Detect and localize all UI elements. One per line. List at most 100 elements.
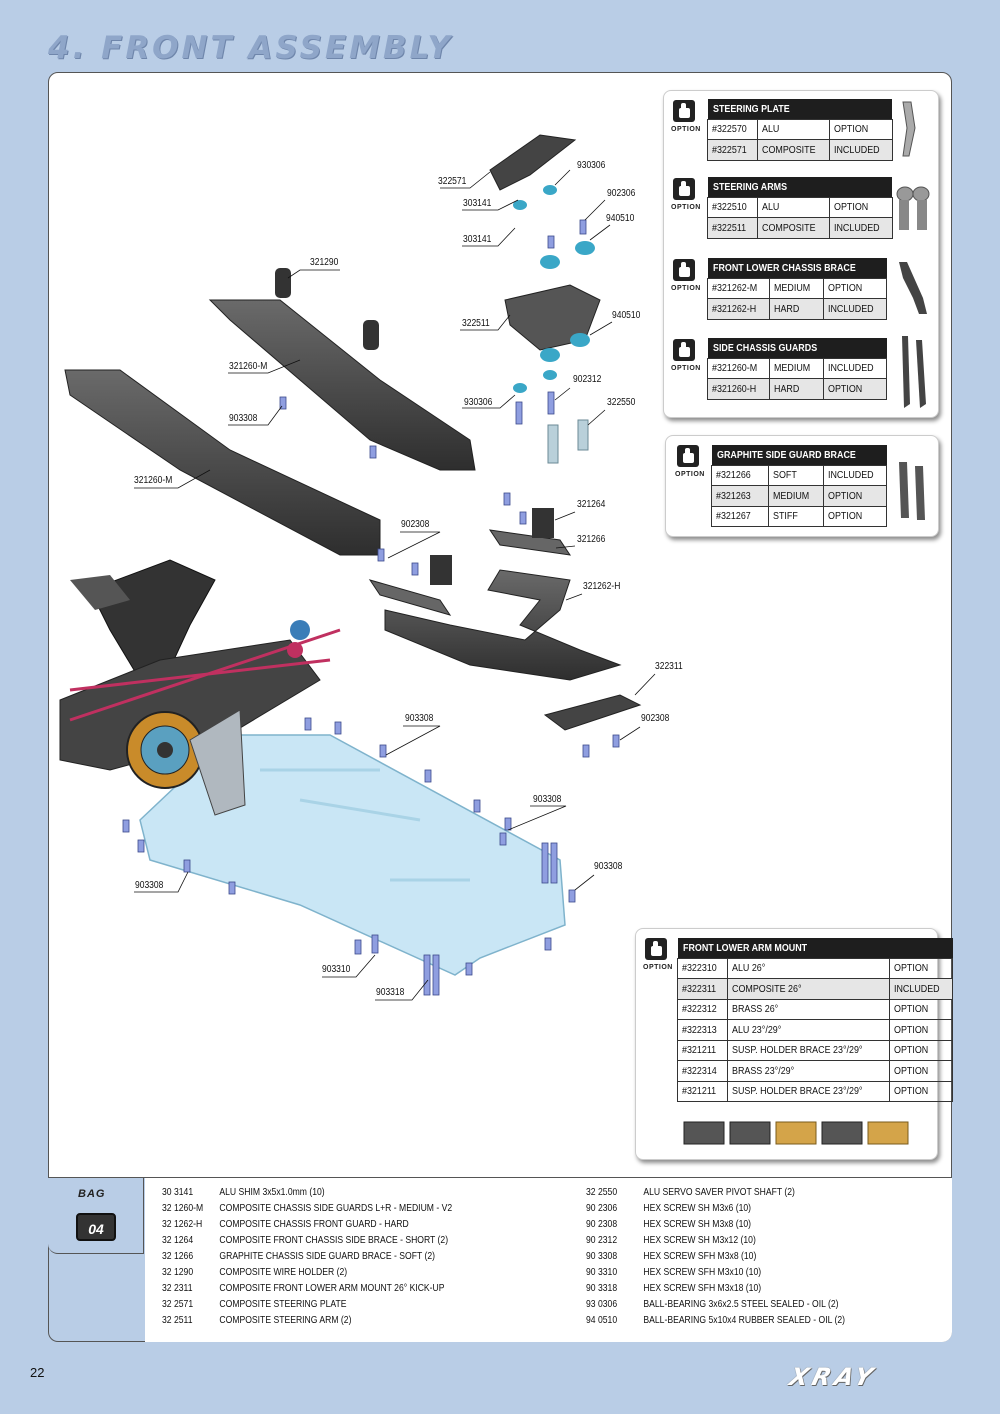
side-guard-brace-thumbnail — [899, 462, 925, 520]
part-status: OPTION — [828, 382, 863, 395]
legend-code: 32 1260-M — [162, 1202, 204, 1214]
legend-row: 32 2571 COMPOSITE STEERING PLATE — [162, 1298, 347, 1310]
part-code: #322570 — [712, 123, 747, 136]
legend-code: 32 1290 — [162, 1266, 194, 1278]
callout-label: 322571 — [438, 176, 467, 187]
legend-code: 90 2306 — [586, 1202, 618, 1214]
legend-desc: BALL-BEARING 3x6x2.5 STEEL SEALED - OIL … — [643, 1298, 839, 1310]
part-material: ALU — [761, 201, 780, 214]
table-title: GRAPHITE SIDE GUARD BRACE — [716, 448, 856, 461]
part-code: #322312 — [682, 1003, 717, 1016]
legend-desc: COMPOSITE WIRE HOLDER (2) — [219, 1266, 348, 1278]
callout-label: 303141 — [463, 198, 492, 209]
legend-desc: COMPOSITE STEERING PLATE — [219, 1298, 347, 1310]
callout-label: 903318 — [376, 987, 405, 998]
legend-desc: BALL-BEARING 5x10x4 RUBBER SEALED - OIL … — [643, 1314, 846, 1326]
legend-code: 90 3308 — [586, 1250, 618, 1262]
legend-desc: HEX SCREW SH M3x8 (10) — [643, 1218, 752, 1230]
part-status: OPTION — [894, 1044, 929, 1057]
chassis-brace-thumbnail — [899, 262, 927, 314]
part-material: STIFF — [772, 510, 798, 523]
legend-desc: HEX SCREW SH M3x6 (10) — [643, 1202, 752, 1214]
legend-row: 30 3141 ALU SHIM 3x5x1.0mm (10) — [162, 1186, 325, 1198]
part-material: SUSP. HOLDER BRACE 23°/29° — [731, 1085, 863, 1098]
part-material: COMPOSITE — [761, 143, 816, 156]
part-code: #321263 — [716, 489, 751, 502]
steering-plate — [489, 134, 577, 191]
part-status: INCLUDED — [828, 469, 874, 482]
part-code: #322314 — [682, 1064, 717, 1077]
legend-desc: COMPOSITE FRONT LOWER ARM MOUNT 26° KICK… — [219, 1282, 445, 1294]
part-status: OPTION — [894, 1023, 929, 1036]
table-title: STEERING ARMS — [712, 180, 787, 193]
legend-desc: COMPOSITE STEERING ARM (2) — [219, 1314, 352, 1326]
part-material: SOFT — [772, 469, 797, 482]
arm-mount-thumbnails — [683, 1121, 909, 1145]
callout-label: 902312 — [573, 374, 602, 385]
part-code: #321211 — [682, 1085, 717, 1098]
thumbs-up-icon — [673, 339, 695, 361]
part-status: OPTION — [894, 1003, 929, 1016]
callout-label: 903308 — [405, 713, 434, 724]
part-status: OPTION — [828, 510, 863, 523]
steering-arms-thumbnail — [896, 186, 930, 230]
part-code: #322510 — [712, 201, 747, 214]
part-status: OPTION — [833, 123, 869, 136]
callout-label: 321264 — [577, 499, 606, 510]
part-material: COMPOSITE 26° — [731, 982, 802, 995]
legend-desc: HEX SCREW SH M3x12 (10) — [643, 1234, 756, 1246]
part-status: OPTION — [833, 201, 869, 214]
bag-number: 04 — [76, 1213, 116, 1241]
thumbs-up-icon — [677, 445, 699, 467]
legend-code: 32 2511 — [162, 1314, 193, 1326]
legend-row: 93 0306 BALL-BEARING 3x6x2.5 STEEL SEALED… — [586, 1298, 838, 1310]
legend-row: 32 2511 COMPOSITE STEERING ARM (2) — [162, 1314, 351, 1326]
side-guard-rear — [208, 299, 476, 471]
lower-arm-mount — [543, 694, 642, 731]
callout-label: 321262-H — [583, 581, 621, 592]
part-material: HARD — [774, 382, 800, 395]
part-status: OPTION — [894, 962, 929, 975]
legend-code: 90 2308 — [586, 1218, 618, 1230]
part-code: #321211 — [682, 1044, 717, 1057]
side-guard-brace — [488, 529, 572, 556]
bag-label: BAG — [78, 1188, 106, 1200]
legend-desc: HEX SCREW SFH M3x10 (10) — [643, 1266, 762, 1278]
option-label: OPTION — [671, 285, 701, 292]
legend-desc: COMPOSITE CHASSIS FRONT GUARD - HARD — [219, 1218, 409, 1230]
part-status: INCLUDED — [833, 143, 880, 156]
legend-code: 93 0306 — [586, 1298, 618, 1310]
callout-label: 903310 — [322, 964, 351, 975]
part-code: #322571 — [712, 143, 747, 156]
legend-row: 90 2306 HEX SCREW SH M3x6 (10) — [586, 1202, 751, 1214]
legend-desc: ALU SHIM 3x5x1.0mm (10) — [219, 1186, 325, 1198]
table-title: SIDE CHASSIS GUARDS — [712, 341, 817, 354]
callout-label: 902306 — [607, 188, 636, 199]
legend-code: 32 2571 — [162, 1298, 194, 1310]
callout-label: 321266 — [577, 534, 606, 545]
brand-logo: XRAY — [786, 1363, 880, 1391]
table-title: FRONT LOWER ARM MOUNT — [682, 941, 807, 954]
callout-label: 903308 — [594, 861, 623, 872]
option-label: OPTION — [671, 365, 701, 372]
legend-code: 30 3141 — [162, 1186, 194, 1198]
part-material: BRASS 26° — [731, 1003, 779, 1016]
part-status: OPTION — [828, 489, 863, 502]
part-material: SUSP. HOLDER BRACE 23°/29° — [731, 1044, 863, 1057]
callout-label: 903308 — [135, 880, 164, 891]
callout-label: 940510 — [606, 213, 635, 224]
legend-code: 32 2311 — [162, 1282, 193, 1294]
callout-label: 930306 — [577, 160, 606, 171]
part-code: #321262-M — [712, 282, 758, 295]
